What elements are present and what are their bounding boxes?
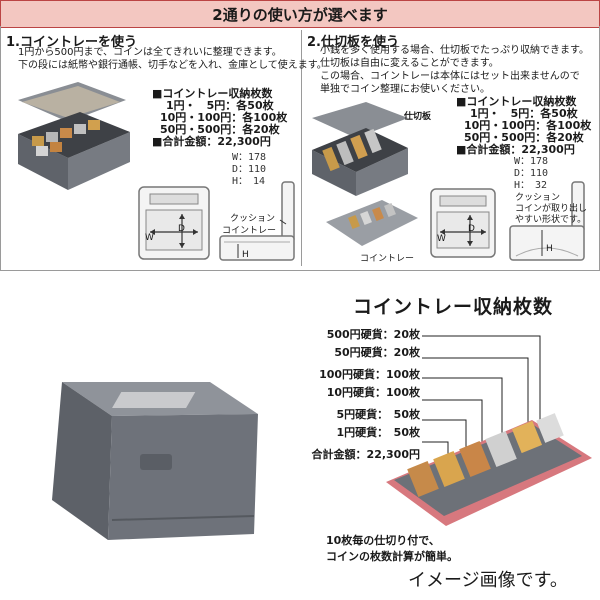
right-d-label: D [468, 224, 475, 234]
open-case-with-divider-image [312, 102, 408, 196]
usage-banner: 2通りの使い方が選べます [0, 0, 600, 28]
closed-coin-case-image [52, 382, 258, 540]
left-side-view-diagram [219, 181, 295, 261]
right-cushion-line-1: クッション [515, 193, 561, 203]
left-w-label: W [145, 233, 154, 243]
loose-coin-tray-image [326, 200, 418, 246]
right-spec-title: ■コイントレー収納枚数 [456, 95, 577, 108]
right-desc-line-2: 仕切板は自由に変えることができます。 [320, 58, 499, 69]
left-description: 1円から500円まで、コインは全てきれいに整理できます。 下の段には紙幣や銀行通… [18, 46, 327, 72]
right-heading: 2.仕切板を使う [307, 35, 399, 50]
left-dim-height: H： 14 [232, 176, 266, 187]
right-side-view-diagram [509, 181, 585, 261]
right-cushion-note: クッション コインが取り出し やすい形状です。 [515, 193, 587, 226]
divider-label: 仕切板 [404, 112, 432, 122]
left-desc-line-1: 1円から500円まで、コインは全てきれいに整理できます。 [18, 47, 282, 58]
capacity-row-5: 5円硬貨： 50枚 [336, 408, 420, 421]
capacity-note-line-1: 10枚毎の仕切り付で、 [326, 534, 440, 547]
right-spec-row-2: 10円・100円：各100枚 [464, 119, 592, 132]
left-heading: 1.コイントレーを使う [6, 35, 137, 50]
left-dimensions: W：178 D：110 H： 14 [232, 152, 266, 188]
panel-divider [301, 30, 302, 266]
right-dim-depth: D：110 [514, 168, 549, 179]
coin-tray-photo [386, 335, 592, 526]
left-desc-line-2: 下の段には紙幣や銀行通帳、切手などを入れ、金庫として使えます。 [18, 60, 327, 71]
right-dim-height: H： 32 [514, 180, 548, 191]
capacity-note-line-2: コインの枚数計算が簡単。 [326, 550, 458, 563]
left-spec-title: ■コイントレー収納枚数 [152, 87, 273, 100]
open-case-with-coin-tray-image [18, 82, 130, 190]
capacity-total: 合計金額：22,300円 [311, 448, 420, 461]
right-desc-line-4: 単独でコイン整理にお使いください。 [320, 84, 490, 95]
right-desc-line-3: この場合、コイントレーは本体にはセット出来ませんので [320, 71, 580, 82]
footer-image-note: イメージ画像です。 [408, 570, 568, 591]
right-dimensions: W：178 D：110 H： 32 [514, 156, 548, 192]
left-spec-total: ■合計金額：22,300円 [152, 135, 271, 148]
left-spec-block: ■コイントレー収納枚数 1円・ 5円：各50枚 10円・100円：各100枚 5… [152, 88, 287, 148]
left-dim-depth: D：110 [232, 164, 267, 175]
right-desc-line-1: 小銭を多く使用する場合、仕切板でたっぷり収納できます。 [320, 45, 589, 56]
left-spec-row-3: 50円・500円：各20枚 [160, 123, 280, 136]
right-dim-width: W：178 [514, 156, 549, 167]
left-dim-width: W：178 [232, 152, 267, 163]
right-w-label: W [437, 234, 446, 244]
capacity-title: コイントレー収納枚数 [353, 296, 554, 318]
capacity-row-50: 50円硬貨：20枚 [334, 346, 420, 359]
banner-title: 2通りの使い方が選べます [212, 5, 388, 24]
left-d-label: D [178, 224, 185, 234]
right-tray-label: コイントレー [360, 254, 415, 264]
right-spec-block: ■コイントレー収納枚数 1円・ 5円：各50枚 10円・100円：各100枚 5… [456, 96, 591, 156]
capacity-row-500: 500円硬貨：20枚 [326, 328, 420, 341]
right-top-view-diagram [430, 188, 496, 258]
right-spec-row-3: 50円・500円：各20枚 [464, 131, 584, 144]
right-spec-total: ■合計金額：22,300円 [456, 143, 575, 156]
left-h-label: H [242, 250, 249, 260]
capacity-note: 10枚毎の仕切り付で、 コインの枚数計算が簡単。 [326, 532, 458, 564]
left-cushion-label: クッション [230, 214, 276, 224]
capacity-row-10: 10円硬貨：100枚 [326, 386, 420, 399]
right-cushion-line-3: やすい形状です。 [515, 215, 587, 225]
capacity-row-100: 100円硬貨：100枚 [319, 368, 420, 381]
left-spec-row-2: 10円・100円：各100枚 [160, 111, 288, 124]
left-top-view-diagram [138, 186, 210, 260]
right-description: 小銭を多く使用する場合、仕切板でたっぷり収納できます。 仕切板は自由に変えること… [320, 44, 589, 96]
right-spec-row-1: 1円・ 5円：各50枚 [470, 107, 578, 120]
capacity-list: 500円硬貨：20枚 50円硬貨：20枚 100円硬貨：100枚 10円硬貨：1… [300, 326, 420, 464]
left-tray-label: コイントレー [222, 226, 277, 236]
capacity-row-1: 1円硬貨： 50枚 [336, 426, 420, 439]
right-h-label: H [546, 244, 553, 254]
left-spec-row-1: 1円・ 5円：各50枚 [166, 99, 274, 112]
right-cushion-line-2: コインが取り出し [515, 204, 588, 214]
